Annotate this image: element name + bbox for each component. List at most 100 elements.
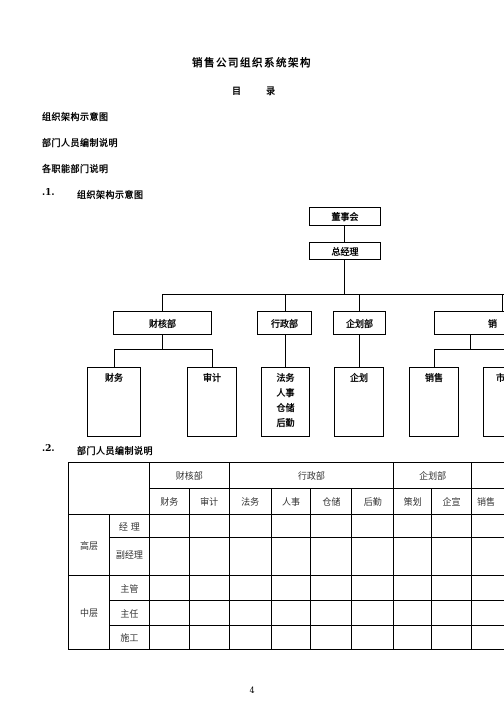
table-cell[interactable] xyxy=(188,625,230,650)
position-label: 经 理 xyxy=(108,514,150,538)
table-cell[interactable] xyxy=(270,575,312,601)
table-cell[interactable] xyxy=(351,600,395,626)
toc-heading: 目 录 xyxy=(232,87,276,97)
connector-line xyxy=(344,225,345,243)
table-cell[interactable] xyxy=(431,575,473,601)
table-cell[interactable] xyxy=(310,625,353,650)
role-header: 策划 xyxy=(393,488,433,515)
table-cell[interactable] xyxy=(310,575,353,601)
org-box-audit[interactable]: 审计 xyxy=(187,367,237,437)
connector-line xyxy=(434,349,504,350)
table-cell[interactable] xyxy=(310,537,353,576)
org-box-planning[interactable]: 企划 xyxy=(334,367,384,437)
table-cell[interactable] xyxy=(270,514,312,538)
section-2-number: .2. xyxy=(42,444,55,454)
connector-line xyxy=(285,294,286,312)
org-box-finance-audit-dept[interactable]: 财核部 xyxy=(113,311,212,335)
document-title: 销售公司组织系统架构 xyxy=(192,57,312,69)
connector-line xyxy=(162,294,504,295)
table-cell[interactable] xyxy=(351,537,395,576)
role-header: 法务 xyxy=(228,488,272,515)
table-row: 副经理 xyxy=(69,537,504,576)
table-row: 高层 经 理 xyxy=(68,514,504,576)
connector-line xyxy=(114,349,115,368)
table-cell[interactable] xyxy=(351,514,395,538)
role-header: 后勤 xyxy=(351,488,395,515)
dept-header-sales xyxy=(471,462,504,489)
role-header: 销售 xyxy=(471,488,504,515)
connector-line xyxy=(344,259,345,295)
connector-line xyxy=(162,334,163,350)
org-box-planning-dept[interactable]: 企划部 xyxy=(333,311,386,335)
table-cell[interactable] xyxy=(393,625,433,650)
table-cell[interactable] xyxy=(310,514,353,538)
table-cell[interactable] xyxy=(148,600,190,626)
role-header: 审计 xyxy=(188,488,230,515)
org-box-sales-dept[interactable]: 销 xyxy=(434,311,504,335)
table-cell[interactable] xyxy=(228,575,272,601)
table-cell[interactable] xyxy=(270,625,312,650)
table-cell[interactable] xyxy=(148,625,190,650)
connector-line xyxy=(162,294,163,312)
org-box-general-manager[interactable]: 总经理 xyxy=(309,242,381,260)
role-header: 人事 xyxy=(270,488,312,515)
table-cell[interactable] xyxy=(188,575,230,601)
table-cell[interactable] xyxy=(393,575,433,601)
table-cell[interactable] xyxy=(310,600,353,626)
table-cell[interactable] xyxy=(393,514,433,538)
table-cell[interactable] xyxy=(471,600,504,626)
table-cell[interactable] xyxy=(471,537,504,576)
table-corner-cell xyxy=(68,462,150,515)
position-label: 主任 xyxy=(108,600,150,626)
table-cell[interactable] xyxy=(431,625,473,650)
table-cell[interactable] xyxy=(188,537,230,576)
toc-item-departments[interactable]: 各职能部门说明 xyxy=(42,165,109,175)
table-cell[interactable] xyxy=(431,537,473,576)
position-label: 主管 xyxy=(108,575,150,601)
toc-item-org-chart[interactable]: 组织架构示意图 xyxy=(42,113,109,123)
table-cell[interactable] xyxy=(188,514,230,538)
table-cell[interactable] xyxy=(393,537,433,576)
table-cell[interactable] xyxy=(471,625,504,650)
org-box-market[interactable]: 市 xyxy=(483,367,504,437)
table-cell[interactable] xyxy=(148,575,190,601)
table-row: 施工 xyxy=(69,625,504,650)
table-row: 中层 主管 xyxy=(68,575,504,650)
org-box-finance[interactable]: 财务 xyxy=(87,367,141,437)
table-cell[interactable] xyxy=(270,537,312,576)
table-cell[interactable] xyxy=(188,600,230,626)
table-cell[interactable] xyxy=(351,625,395,650)
table-cell[interactable] xyxy=(431,514,473,538)
level-label-middle: 中层 xyxy=(68,575,110,650)
table-row: 主任 xyxy=(69,600,504,626)
connector-line xyxy=(434,349,435,368)
section-2-title: 部门人员编制说明 xyxy=(77,447,154,457)
role-header: 财务 xyxy=(148,488,190,515)
table-cell[interactable] xyxy=(228,600,272,626)
section-1-title: 组织架构示意图 xyxy=(77,191,144,201)
table-cell[interactable] xyxy=(228,514,272,538)
table-cell[interactable] xyxy=(431,600,473,626)
table-cell[interactable] xyxy=(471,575,504,601)
table-cell[interactable] xyxy=(471,514,504,538)
connector-line xyxy=(502,294,503,312)
org-box-sales[interactable]: 销售 xyxy=(409,367,459,437)
org-box-admin-dept[interactable]: 行政部 xyxy=(257,311,312,335)
table-cell[interactable] xyxy=(393,600,433,626)
connector-line xyxy=(470,334,471,350)
position-label: 施工 xyxy=(108,625,150,650)
org-box-board[interactable]: 董事会 xyxy=(309,207,381,226)
connector-line xyxy=(285,334,286,368)
role-header: 仓储 xyxy=(310,488,353,515)
table-cell[interactable] xyxy=(228,625,272,650)
connector-line xyxy=(212,349,213,368)
table-cell[interactable] xyxy=(351,575,395,601)
toc-item-staffing[interactable]: 部门人员编制说明 xyxy=(42,139,119,149)
dept-header-admin: 行政部 xyxy=(228,462,395,489)
table-cell[interactable] xyxy=(270,600,312,626)
table-cell[interactable] xyxy=(228,537,272,576)
role-header: 企宣 xyxy=(431,488,473,515)
org-box-admin-functions[interactable]: 法务 人事 仓储 后勤 xyxy=(261,367,310,437)
table-cell[interactable] xyxy=(148,514,190,538)
table-cell[interactable] xyxy=(148,537,190,576)
